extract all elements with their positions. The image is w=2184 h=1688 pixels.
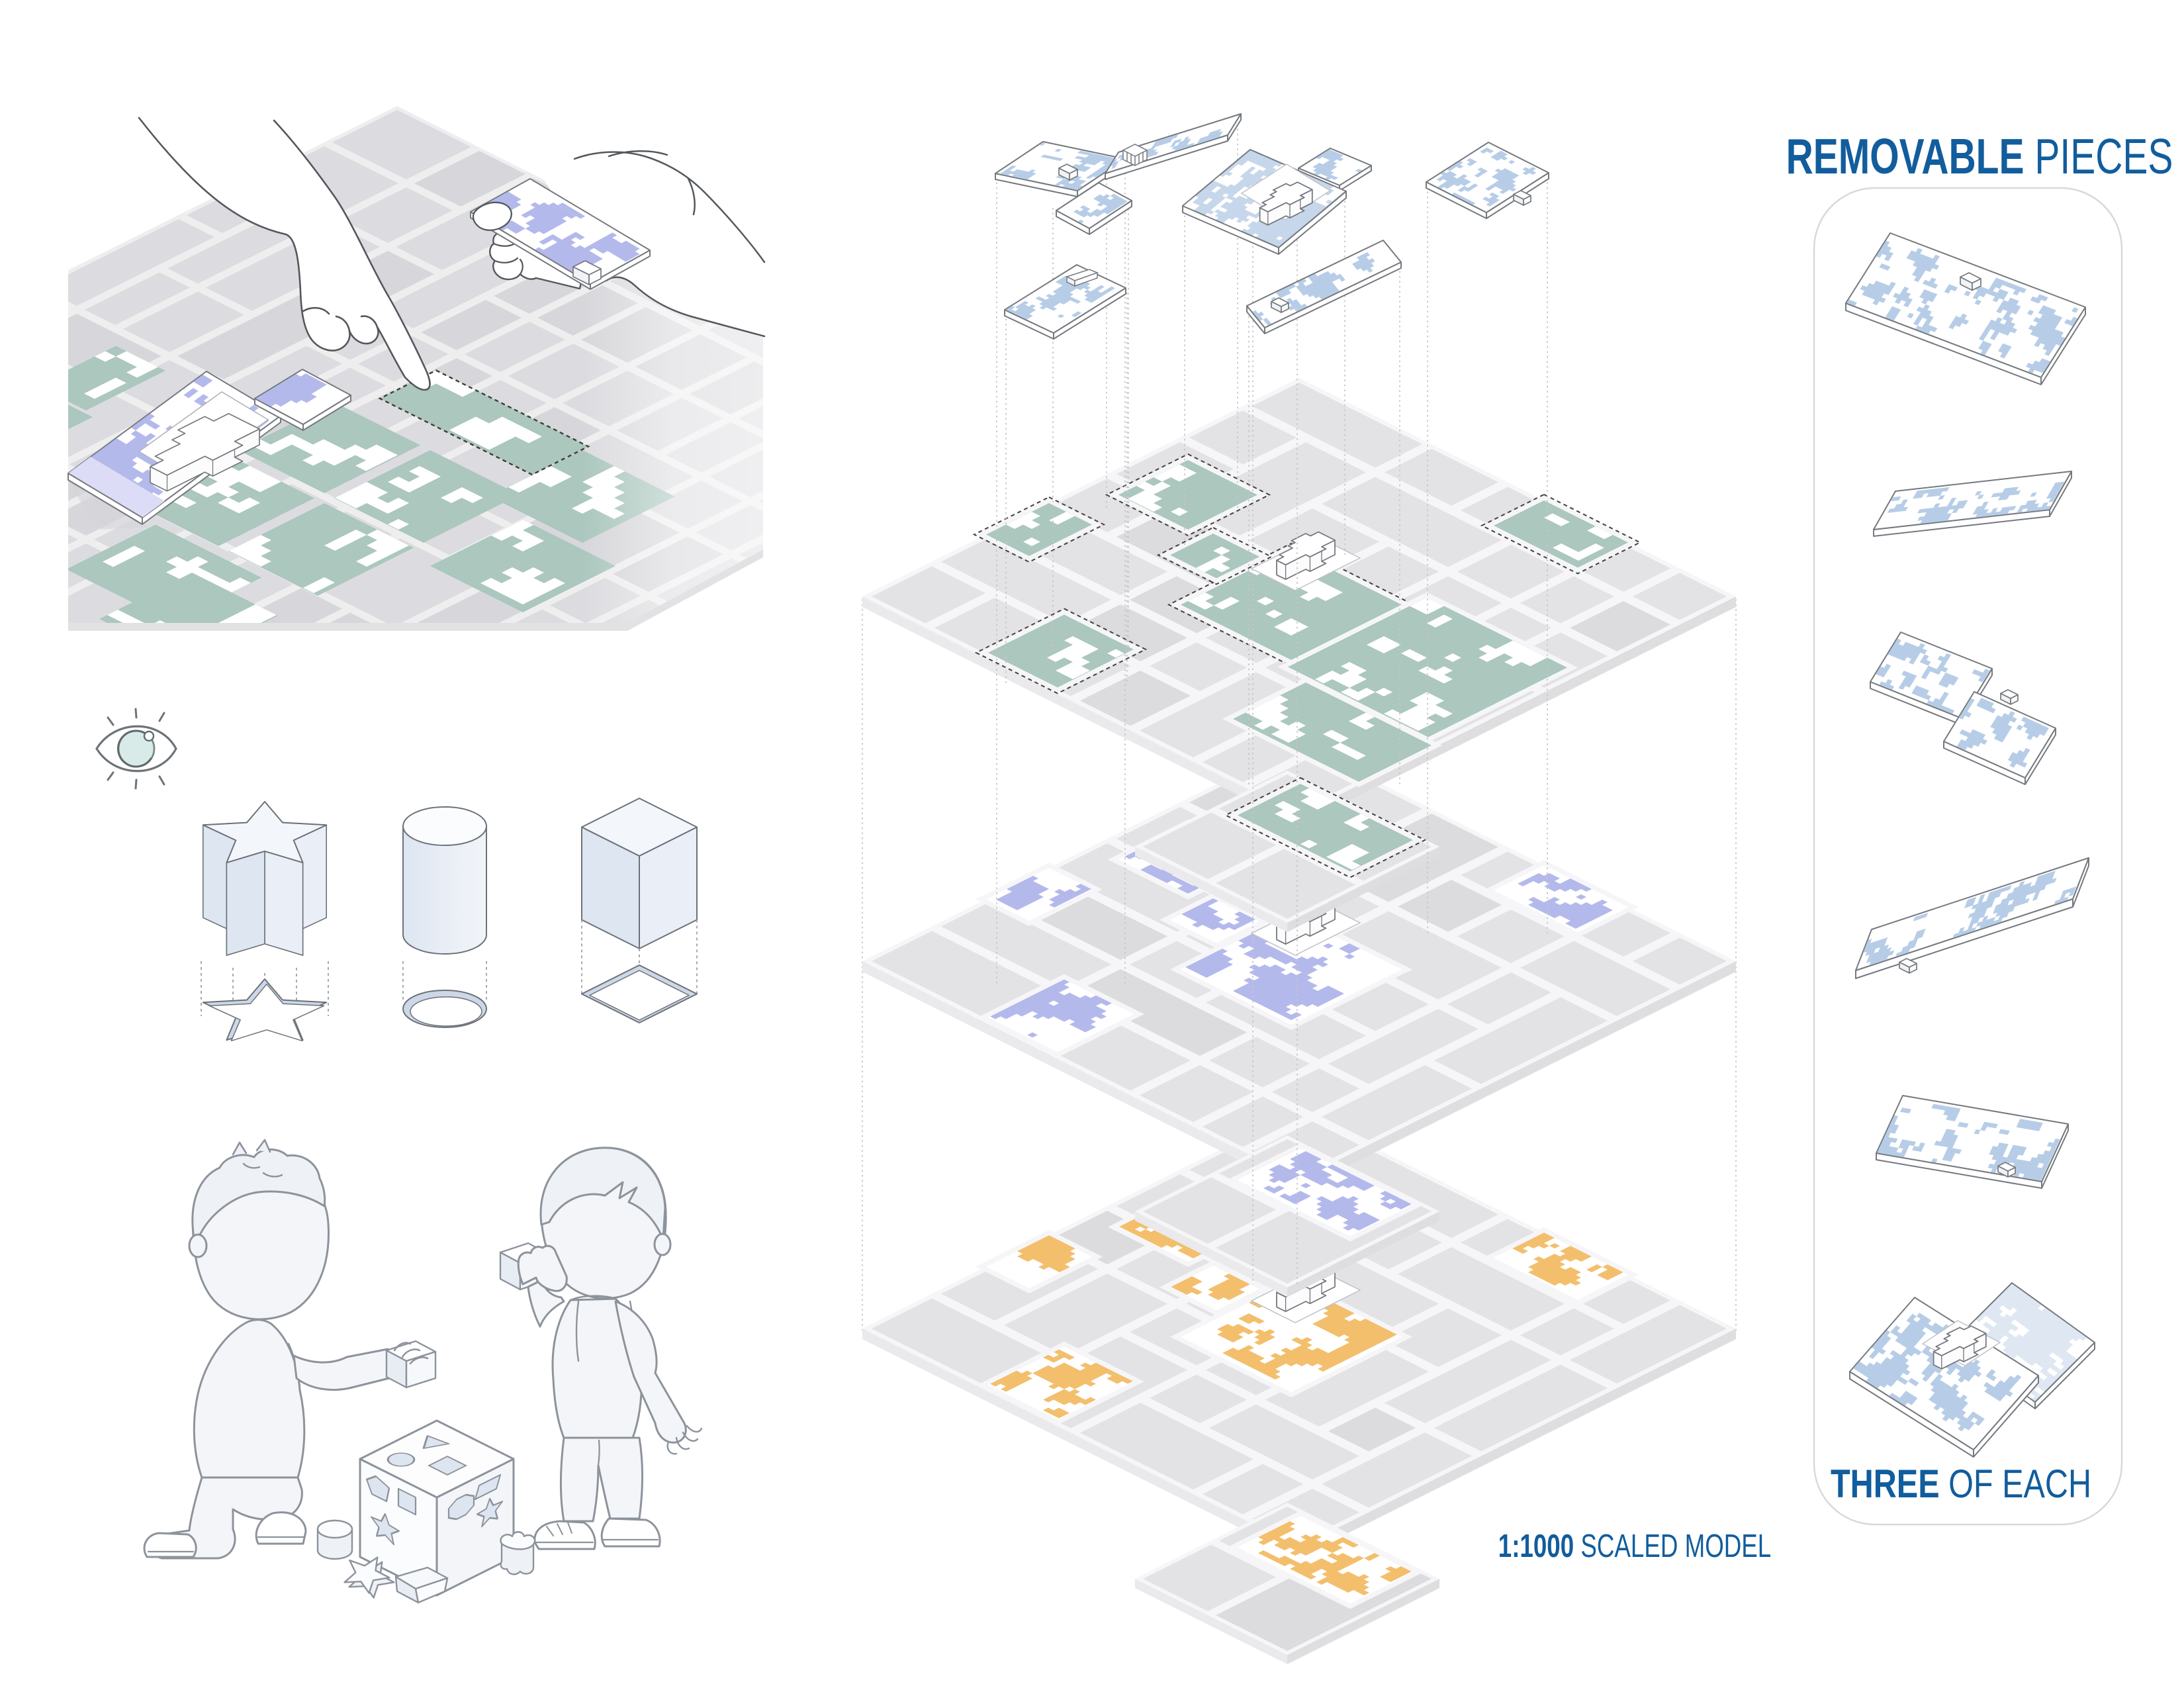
svg-text:REMOVABLE PIECES: REMOVABLE PIECES [1786, 130, 2173, 185]
svg-text:1:1000 SCALED MODEL: 1:1000 SCALED MODEL [1498, 1528, 1771, 1564]
svg-text:THREE OF EACH: THREE OF EACH [1831, 1462, 2091, 1506]
